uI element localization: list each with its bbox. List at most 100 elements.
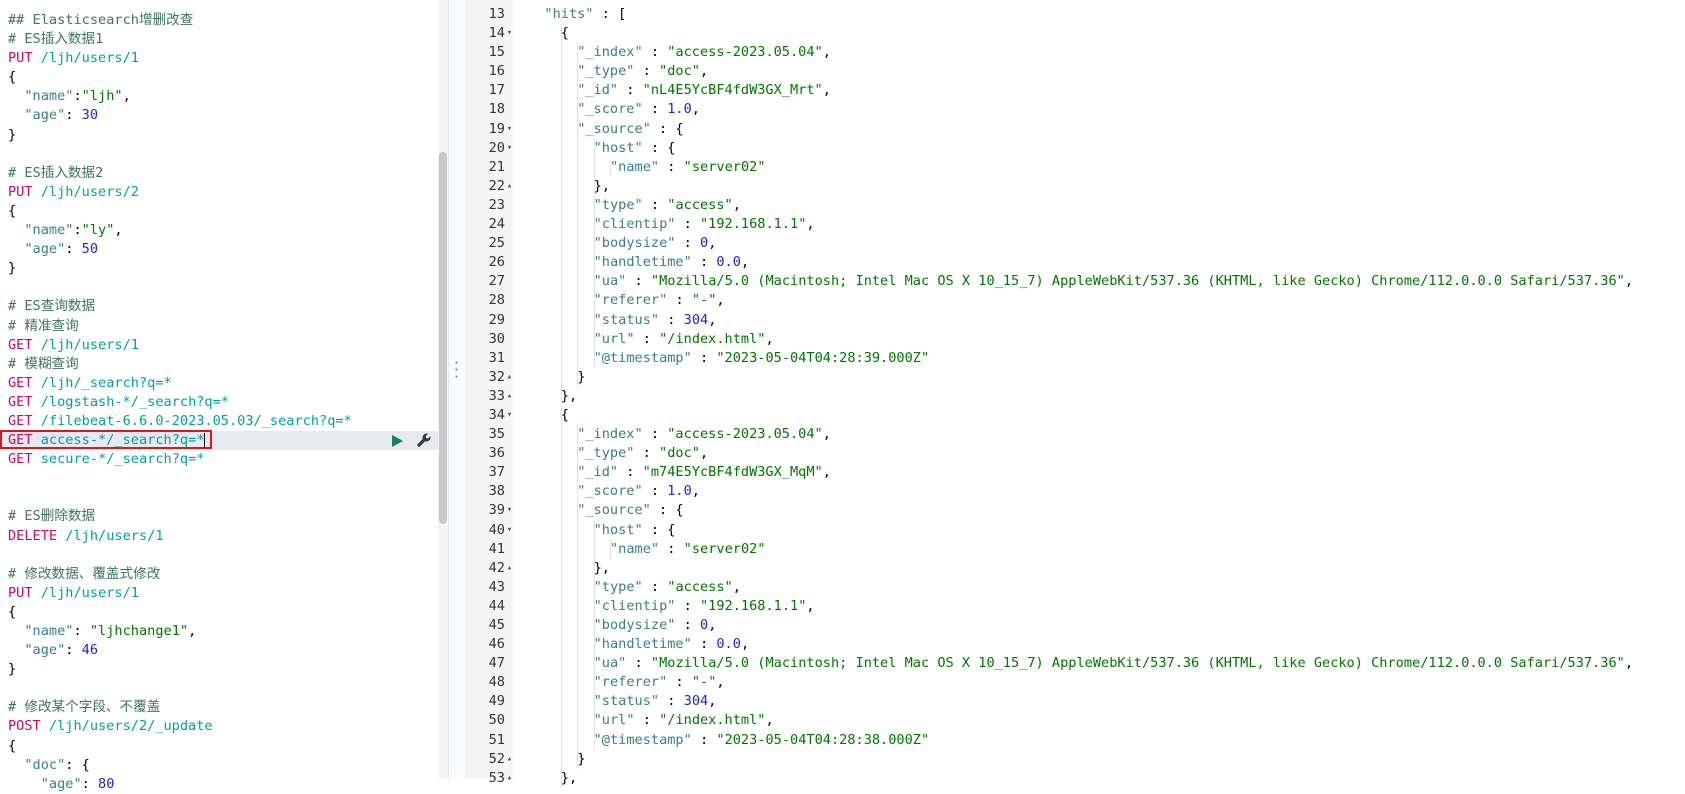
code-token: "doc" <box>8 756 66 773</box>
code-token: , <box>806 597 815 614</box>
response-code: "_source" : { <box>577 120 683 139</box>
editor-line[interactable]: "name": "ljhchange1", <box>8 622 438 641</box>
code-token: "bodysize" <box>593 235 676 252</box>
code-token: : { <box>642 521 676 538</box>
response-line: 15"_index" : "access-2023.05.04", <box>465 43 1685 63</box>
editor-line[interactable]: # 修改数据、覆盖式修改 <box>8 565 438 584</box>
fold-arrow-up-icon[interactable]: ▴ <box>506 753 513 764</box>
editor-scrollbar-thumb[interactable] <box>439 152 447 524</box>
editor-line[interactable]: } <box>8 660 438 679</box>
editor-line[interactable]: # ES查询数据 <box>8 297 438 316</box>
editor-line[interactable]: # 模糊查询 <box>8 355 438 374</box>
editor-line[interactable]: "age": 50 <box>8 240 438 259</box>
indent-guide <box>577 577 579 597</box>
editor-line[interactable]: GET secure-*/_search?q=* <box>8 450 438 469</box>
editor-line[interactable]: PUT /ljh/users/2 <box>8 183 438 202</box>
line-number: 16 <box>488 63 505 80</box>
editor-line[interactable]: } <box>8 259 438 278</box>
line-number: 25 <box>488 235 505 252</box>
code-token: PUT <box>8 50 41 67</box>
editor-line[interactable]: PUT /ljh/users/1 <box>8 584 438 603</box>
editor-line[interactable]: GET /ljh/users/1 <box>8 336 438 355</box>
indent-guide <box>560 348 562 368</box>
editor-line[interactable]: GET /ljh/_search?q=* <box>8 374 438 393</box>
editor-line[interactable]: "age": 30 <box>8 106 438 125</box>
fold-arrow-down-icon[interactable]: ▾ <box>506 123 513 134</box>
editor-line[interactable]: GET /filebeat-6.6.0-2023.05.03/_search?q… <box>8 412 438 431</box>
fold-arrow-down-icon[interactable]: ▾ <box>506 142 513 153</box>
editor-line[interactable]: "name":"ly", <box>8 221 438 240</box>
code-token: { <box>8 69 17 86</box>
editor-line[interactable]: { <box>8 603 438 622</box>
indent-guide <box>560 673 562 693</box>
editor-line[interactable] <box>8 546 438 565</box>
code-token: } <box>577 368 586 385</box>
response-line: 24"clientip" : "192.168.1.1", <box>465 215 1685 235</box>
code-token: # 模糊查询 <box>8 355 79 372</box>
editor-line[interactable]: { <box>8 68 438 87</box>
code-token: 0.0 <box>716 254 741 271</box>
editor-line[interactable]: POST /ljh/users/2/_update <box>8 717 438 736</box>
editor-line[interactable]: ## Elasticsearch增删改查 <box>8 11 438 30</box>
editor-line[interactable] <box>8 278 438 297</box>
code-token: : <box>634 63 660 80</box>
indent-guide <box>560 195 562 216</box>
editor-line[interactable]: # 精准查询 <box>8 317 438 336</box>
fold-arrow-down-icon[interactable]: ▾ <box>506 505 513 516</box>
active-request-line[interactable]: GET access-*/_search?q=* <box>0 430 438 451</box>
editor-line[interactable]: # 修改某个字段、不覆盖 <box>8 698 438 717</box>
fold-arrow-up-icon[interactable]: ▴ <box>506 772 513 783</box>
code-token: # ES插入数据1 <box>8 31 104 48</box>
line-number: 39 <box>488 502 505 519</box>
editor-line[interactable]: "age": 80 <box>8 775 438 794</box>
editor-line[interactable]: # ES删除数据 <box>8 507 438 526</box>
wrench-icon[interactable] <box>416 432 432 448</box>
code-token: "_source" <box>577 120 651 137</box>
editor-line[interactable]: "age": 46 <box>8 641 438 660</box>
code-token: , <box>740 254 750 271</box>
play-icon[interactable] <box>392 435 403 448</box>
code-token: "clientip" <box>593 216 676 233</box>
fold-arrow-down-icon[interactable]: ▾ <box>506 409 513 420</box>
code-token: 80 <box>98 775 115 792</box>
indent-guide <box>560 520 562 540</box>
fold-arrow-up-icon[interactable]: ▴ <box>506 371 513 382</box>
fold-arrow-up-icon[interactable]: ▴ <box>506 390 513 401</box>
editor-line[interactable] <box>8 488 438 507</box>
response-line: 53▴}, <box>465 768 1685 788</box>
editor-line[interactable]: "doc": { <box>8 756 438 775</box>
response-line: 36"_type" : "doc", <box>465 444 1685 464</box>
editor-line[interactable]: # ES插入数据1 <box>8 30 438 49</box>
editor-line[interactable] <box>8 145 438 164</box>
response-code: "url" : "/index.html", <box>594 711 774 730</box>
response-code: "bodysize" : 0, <box>594 234 717 253</box>
editor-line[interactable]: { <box>8 737 438 756</box>
editor-line[interactable]: DELETE /ljh/users/1 <box>8 527 438 546</box>
fold-arrow-up-icon[interactable]: ▴ <box>506 562 513 573</box>
response-code: }, <box>594 559 610 578</box>
editor-line[interactable] <box>8 679 438 698</box>
code-token: # 修改数据、覆盖式修改 <box>8 565 161 582</box>
fold-arrow-down-icon[interactable]: ▾ <box>506 28 513 39</box>
editor-line[interactable] <box>8 469 438 488</box>
response-line: 14▾{ <box>465 24 1685 44</box>
code-token: , <box>822 44 831 61</box>
code-token: "hits" <box>544 6 594 22</box>
editor-line[interactable]: GET /logstash-*/_search?q=* <box>8 393 438 412</box>
editor-line[interactable]: # ES插入数据2 <box>8 164 438 183</box>
response-viewer[interactable]: 13"hits" : [14▾{15"_index" : "access-202… <box>465 0 1685 788</box>
pane-resizer[interactable]: ··· <box>448 0 466 779</box>
fold-arrow-down-icon[interactable]: ▾ <box>506 524 513 535</box>
indent-guide <box>577 558 579 578</box>
code-token: "2023-05-04T04:28:39.000Z" <box>716 349 930 366</box>
editor-line[interactable]: "name":"ljh", <box>8 87 438 106</box>
response-line: 29"status" : 304, <box>465 310 1685 330</box>
code-token: "-" <box>691 674 717 691</box>
editor-line[interactable]: } <box>8 126 438 145</box>
fold-arrow-up-icon[interactable]: ▴ <box>506 180 513 191</box>
editor-line[interactable]: { <box>8 202 438 221</box>
editor-line[interactable]: PUT /ljh/users/1 <box>8 49 438 68</box>
line-number: 52 <box>488 750 505 767</box>
